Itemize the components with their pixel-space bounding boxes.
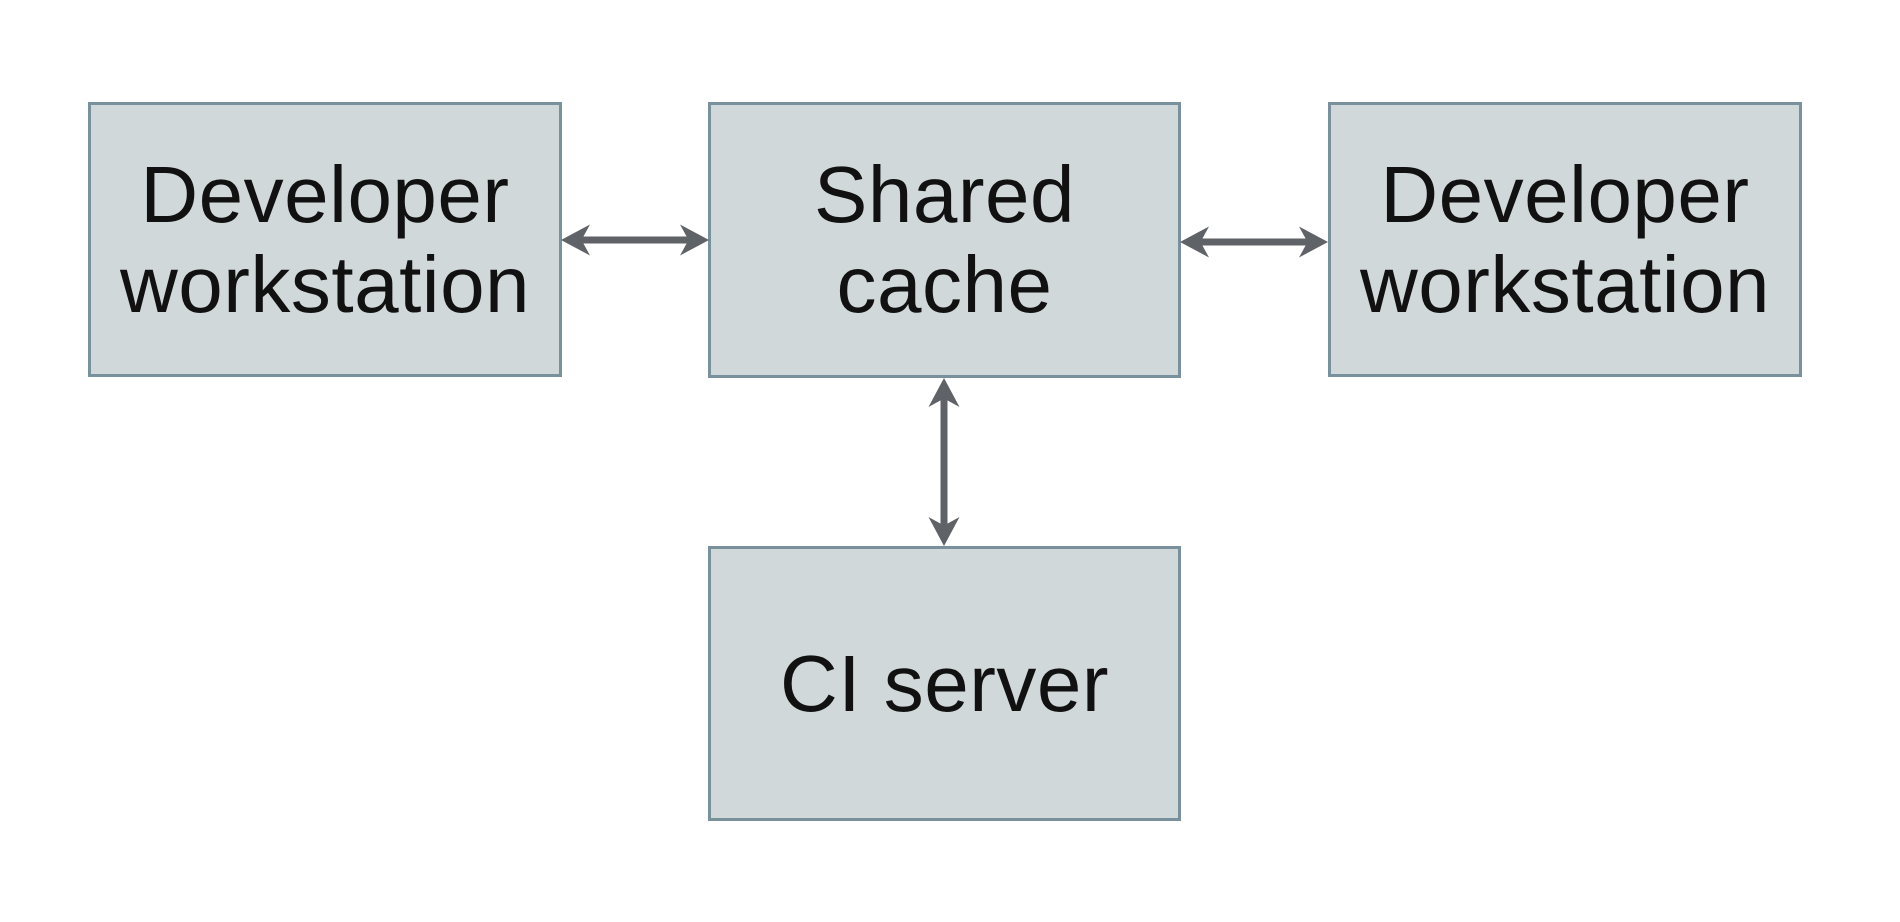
arrowhead-right <box>680 224 709 256</box>
bidirectional-arrow-icon-cache-ci-server <box>928 378 960 546</box>
node-developer-workstation-left: Developer workstation <box>88 102 562 377</box>
node-developer-workstation-right: Developer workstation <box>1328 102 1802 377</box>
node-shared-cache: Shared cache <box>708 102 1181 378</box>
arrowhead-top <box>928 378 960 407</box>
node-label: Developer workstation <box>1359 149 1771 329</box>
node-label: Shared cache <box>814 150 1075 329</box>
bidirectional-arrow-icon-left-workstation-cache <box>561 224 709 256</box>
arrowhead-left <box>1180 226 1209 258</box>
arrowhead-left <box>561 224 590 256</box>
node-ci-server: CI server <box>708 546 1181 821</box>
node-label: Developer workstation <box>119 149 531 329</box>
arrowhead-right <box>1299 226 1328 258</box>
bidirectional-arrow-icon-cache-right-workstation <box>1180 226 1328 258</box>
node-label: CI server <box>780 638 1109 728</box>
arrowhead-bottom <box>928 517 960 546</box>
